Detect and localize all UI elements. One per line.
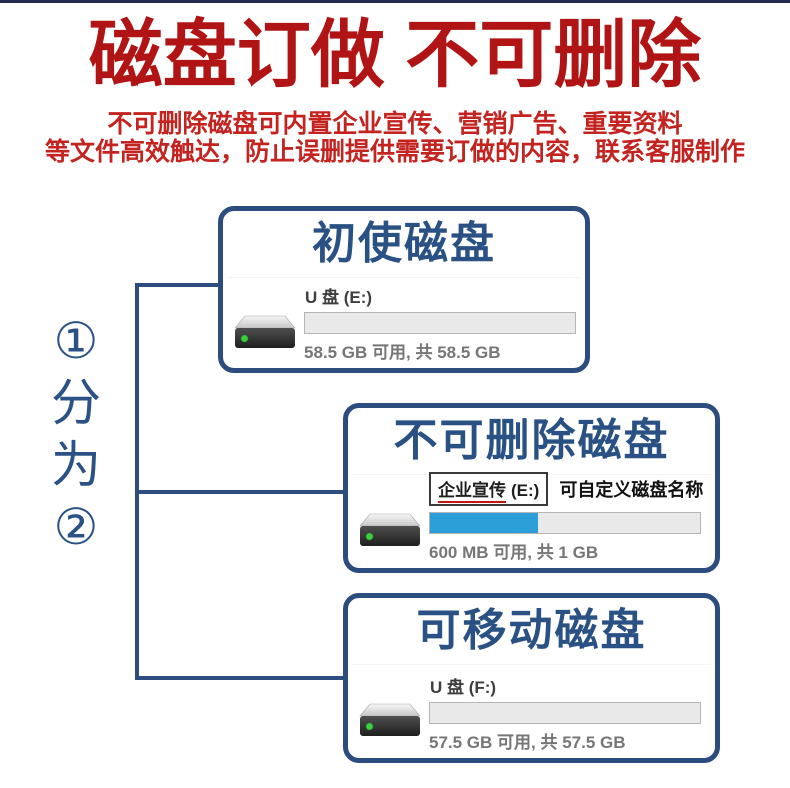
disk-box-title: 不可删除磁盘 <box>393 416 670 465</box>
drive-name-text: 企业宣传 <box>438 481 506 503</box>
drive-letter-text: (E:) <box>511 481 540 500</box>
split-label-char: 分 <box>51 375 101 431</box>
disk-box-removable: 可移动磁盘 U 盘 (F:) <box>343 593 720 763</box>
split-label: ① 分 为 ② <box>44 310 108 558</box>
hard-drive-icon <box>234 315 296 348</box>
split-label-char-circled-1: ① <box>53 313 99 369</box>
capacity-text: 58.5 GB 可用, 共 58.5 GB <box>304 343 501 362</box>
capacity-bar <box>429 702 701 724</box>
drive-tile[interactable]: 企业宣传 (E:) 可自定义磁盘名称 600 MB 可用, 共 1 GB <box>359 472 707 563</box>
drive-tile[interactable]: U 盘 (E:) 58.5 GB 可用, 共 58.5 GB <box>234 283 577 363</box>
subtitle: 不可删除磁盘可内置企业宣传、营销广告、重要资料 等文件高效触达，防止误删提供需要… <box>0 110 790 166</box>
hard-drive-icon <box>359 703 421 736</box>
disk-box-initial: 初使磁盘 U 盘 (E:) <box>218 206 590 373</box>
disk-box-nondeletable: 不可删除磁盘 企业宣传 (E:) 可自定义磁盘名称 <box>343 403 720 573</box>
split-label-char: 为 <box>51 437 101 493</box>
hard-drive-icon <box>359 513 421 546</box>
drive-tile[interactable]: U 盘 (F:) 57.5 GB 可用, 共 57.5 GB <box>359 673 707 753</box>
split-label-char-circled-2: ② <box>53 499 99 555</box>
subtitle-line-2: 等文件高效触达，防止误删提供需要订做的内容，联系客服制作 <box>44 137 745 166</box>
page-title: 磁盘订做 不可删除 <box>88 13 702 96</box>
drive-label: U 盘 (F:) <box>430 678 497 697</box>
capacity-bar <box>304 312 576 334</box>
capacity-text: 600 MB 可用, 共 1 GB <box>429 543 599 562</box>
drive-rename-input[interactable]: 企业宣传 (E:) <box>429 472 549 506</box>
custom-name-note: 可自定义磁盘名称 <box>559 480 704 500</box>
capacity-bar <box>429 512 701 534</box>
capacity-text: 57.5 GB 可用, 共 57.5 GB <box>429 733 626 752</box>
drive-label: U 盘 (E:) <box>305 288 373 307</box>
drive-info: U 盘 (F:) 57.5 GB 可用, 共 57.5 GB <box>429 673 701 753</box>
drive-label-row: 企业宣传 (E:) 可自定义磁盘名称 <box>429 472 704 506</box>
divider <box>352 664 711 665</box>
divider <box>227 277 581 278</box>
drive-info: 企业宣传 (E:) 可自定义磁盘名称 600 MB 可用, 共 1 GB <box>429 472 704 563</box>
disk-box-title: 可移动磁盘 <box>416 606 647 655</box>
top-accent-bar <box>0 0 790 3</box>
capacity-bar-fill <box>430 513 538 533</box>
drive-info: U 盘 (E:) 58.5 GB 可用, 共 58.5 GB <box>304 283 576 363</box>
disk-box-title: 初使磁盘 <box>312 219 496 268</box>
subtitle-line-1: 不可删除磁盘可内置企业宣传、营销广告、重要资料 <box>107 110 683 138</box>
